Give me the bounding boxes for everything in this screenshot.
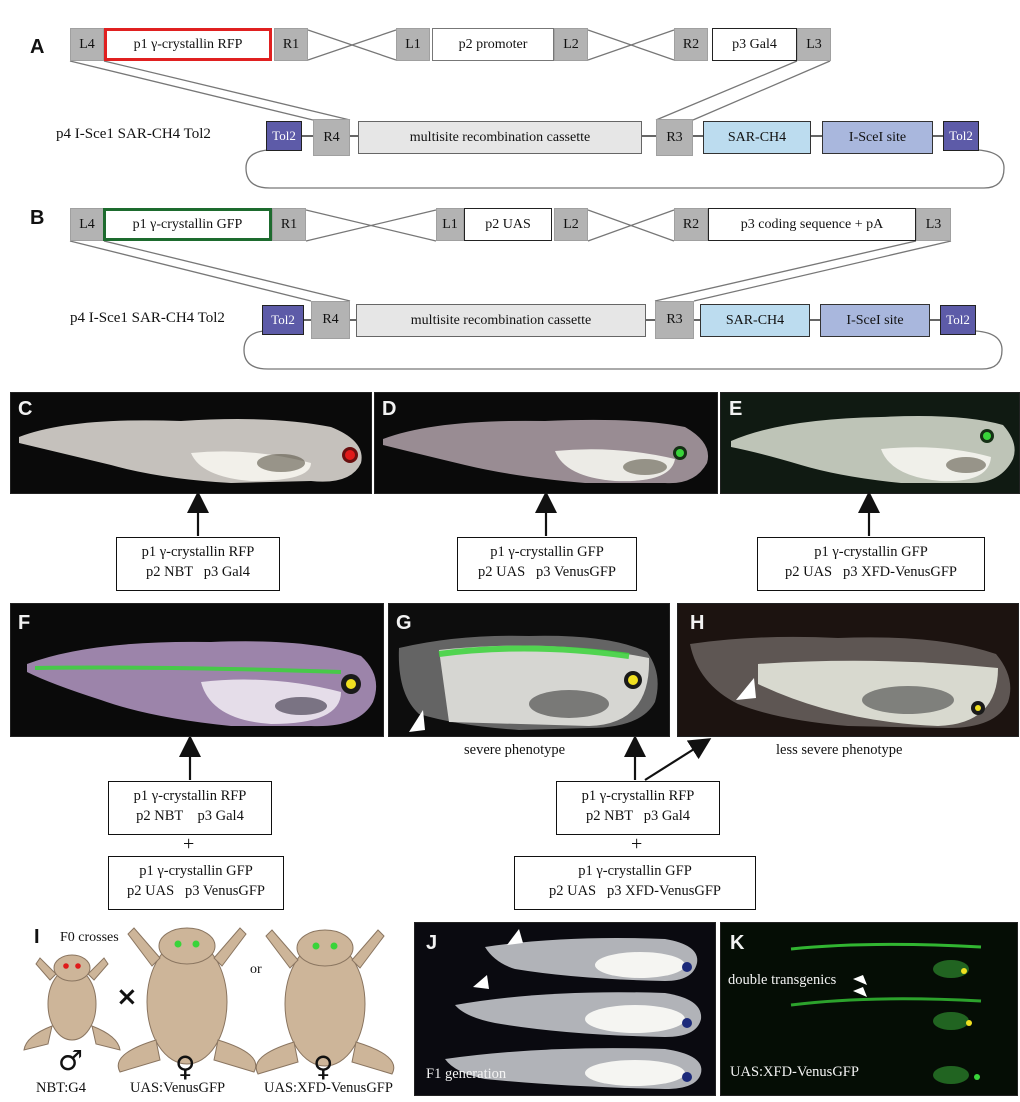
panel-letter-j: J: [426, 932, 438, 954]
construct-d-line-2: p2 UAS p3 VenusGFP: [478, 564, 616, 580]
panel-letter-g: G: [396, 612, 412, 634]
panel-letter-b: B: [30, 207, 45, 229]
female-symbol-icon-2: ♀: [313, 1050, 334, 1083]
female2-genotype-label: UAS:XFD-VenusGFP: [264, 1080, 393, 1096]
construct-box-gh-bottom: p1 γ-crystallin GFP p2 UAS p3 XFD-VenusG…: [514, 856, 756, 910]
tadpole-g-illustration: [398, 635, 658, 732]
b-l2-site: L2: [554, 208, 588, 241]
tadpoles-j-illustration: [445, 929, 702, 1089]
photo-c-tadpole-rfp: [10, 392, 372, 494]
b-p1-entry: p1 γ-crystallin GFP: [103, 208, 272, 241]
a-r2-site: R2: [674, 28, 708, 61]
construct-c-line-1: p1 γ-crystallin RFP: [141, 544, 255, 560]
photo-k-fluorescence: [720, 922, 1018, 1096]
photo-d-tadpole-gfp: [374, 392, 718, 494]
a-tol2-left: Tol2: [266, 121, 302, 151]
b-p3-entry: p3 coding sequence + pA: [708, 208, 916, 241]
construct-f-bottom-line-2: p2 UAS p3 VenusGFP: [127, 883, 265, 899]
a-p1-entry: p1 γ-crystallin RFP: [104, 28, 272, 61]
panel-i-title: F0 crosses: [60, 930, 119, 945]
b-tol2-right: Tol2: [940, 305, 976, 335]
a-p2-entry: p2 promoter: [432, 28, 554, 61]
construct-box-c: p1 γ-crystallin RFP p2 NBT p3 Gal4: [116, 537, 280, 591]
panel-letter-k: K: [730, 932, 745, 954]
construct-gh-top-line-1: p1 γ-crystallin RFP: [581, 788, 695, 804]
b-l1-site: L1: [436, 208, 464, 241]
tadpoles-k-illustration: [790, 942, 982, 1084]
panel-letter-a: A: [30, 36, 45, 58]
a-r4-site: R4: [313, 119, 350, 156]
a-l4-site: L4: [70, 28, 104, 61]
construct-f-top-line-1: p1 γ-crystallin RFP: [133, 788, 247, 804]
cross-symbol: ×: [116, 982, 138, 1012]
photo-j-f1-generation: [414, 922, 716, 1096]
panel-letter-i: I: [34, 926, 40, 948]
panel-letter-h: H: [690, 612, 705, 634]
b-l4-site: L4: [70, 208, 104, 241]
construct-box-gh-top: p1 γ-crystallin RFP p2 NBT p3 Gal4: [556, 781, 720, 835]
construct-f-top-line-2: p2 NBT p3 Gal4: [136, 808, 244, 824]
b-p2-entry: p2 UAS: [464, 208, 552, 241]
plus-sign-f: +: [183, 833, 195, 855]
panel-letter-d: D: [382, 398, 397, 420]
plus-sign-gh: +: [631, 833, 643, 855]
construct-box-f-bottom: p1 γ-crystallin GFP p2 UAS p3 VenusGFP: [108, 856, 284, 910]
a-l3-site: L3: [797, 28, 831, 61]
f1-generation-label: F1 generation: [426, 1066, 507, 1082]
b-r1-site: R1: [272, 208, 306, 241]
double-transgenics-label: double transgenics: [728, 972, 837, 988]
construct-c-line-2: p2 NBT p3 Gal4: [145, 564, 251, 580]
tadpole-f-illustration: [27, 641, 377, 727]
tadpole-e-illustration: [731, 416, 1015, 483]
construct-box-d: p1 γ-crystallin GFP p2 UAS p3 VenusGFP: [457, 537, 637, 591]
construct-box-f-top: p1 γ-crystallin RFP p2 NBT p3 Gal4: [108, 781, 272, 835]
panel-letter-c: C: [18, 398, 33, 420]
b-r3-site: R3: [655, 301, 694, 339]
photo-h-tadpole-less-severe: [677, 603, 1019, 737]
tadpole-c-illustration: [19, 419, 362, 483]
a-tol2-right: Tol2: [943, 121, 979, 151]
panel-letter-e: E: [729, 398, 743, 420]
b-cassette: multisite recombination cassette: [356, 304, 646, 337]
a-destination-label: p4 I-Sce1 SAR-CH4 Tol2: [56, 126, 211, 142]
female-symbol-icon-1: ♀: [175, 1050, 196, 1083]
construct-gh-bottom-line-1: p1 γ-crystallin GFP: [578, 863, 692, 879]
uas-xfd-venusgfp-label: UAS:XFD-VenusGFP: [730, 1064, 859, 1080]
b-r2-site: R2: [674, 208, 708, 241]
photo-g-tadpole-severe: [388, 603, 670, 737]
a-r3-site: R3: [656, 119, 693, 156]
construct-e-line-1: p1 γ-crystallin GFP: [814, 544, 928, 560]
caption-severe-phenotype: severe phenotype: [464, 742, 566, 758]
tadpole-d-illustration: [383, 419, 709, 484]
photo-f-tadpole-double: [10, 603, 384, 737]
b-r4-site: R4: [311, 301, 350, 339]
a-isce-site: I-SceI site: [822, 121, 933, 154]
b-sar-ch4: SAR-CH4: [700, 304, 810, 337]
construct-e-line-2: p2 UAS p3 XFD-VenusGFP: [784, 564, 957, 580]
b-isce-site: I-SceI site: [820, 304, 930, 337]
a-r1-site: R1: [274, 28, 308, 61]
a-l1-site: L1: [396, 28, 430, 61]
female1-genotype-label: UAS:VenusGFP: [130, 1080, 226, 1096]
construct-d-line-1: p1 γ-crystallin GFP: [490, 544, 604, 560]
male-symbol-icon: ♂: [58, 1044, 84, 1077]
caption-less-severe-phenotype: less severe phenotype: [776, 742, 903, 758]
a-p3-entry: p3 Gal4: [712, 28, 797, 61]
male-genotype-label: NBT:G4: [36, 1080, 87, 1096]
a-cassette: multisite recombination cassette: [358, 121, 642, 154]
b-destination-label: p4 I-Sce1 SAR-CH4 Tol2: [70, 310, 225, 326]
b-tol2-left: Tol2: [262, 305, 304, 335]
photo-e-tadpole-gfp: [720, 392, 1020, 494]
construct-gh-bottom-line-2: p2 UAS p3 XFD-VenusGFP: [548, 883, 721, 899]
construct-gh-top-line-2: p2 NBT p3 Gal4: [585, 808, 691, 824]
or-label: or: [250, 962, 262, 977]
tadpole-h-illustration: [690, 636, 1011, 728]
construct-box-e: p1 γ-crystallin GFP p2 UAS p3 XFD-VenusG…: [757, 537, 985, 591]
construct-f-bottom-line-1: p1 γ-crystallin GFP: [139, 863, 253, 879]
a-l2-site: L2: [554, 28, 588, 61]
a-sar-ch4: SAR-CH4: [703, 121, 811, 154]
b-l3-site: L3: [916, 208, 951, 241]
panel-letter-f: F: [18, 612, 31, 634]
